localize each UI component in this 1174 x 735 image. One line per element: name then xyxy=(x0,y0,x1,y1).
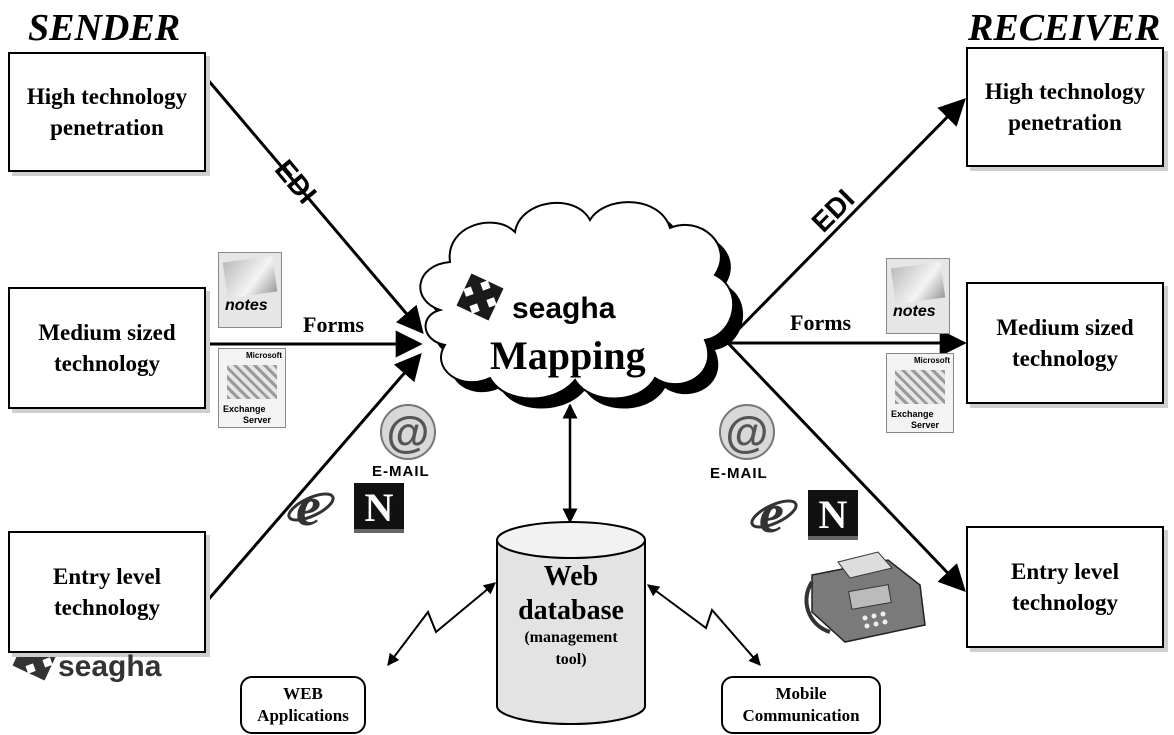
database-line-3: (management tool) xyxy=(524,629,618,668)
database-cylinder xyxy=(496,521,646,725)
svg-text:e: e xyxy=(759,483,784,545)
database-line-2: database xyxy=(518,594,624,626)
forms-label-receiver: Forms xyxy=(790,310,852,335)
seagha-logo-icon xyxy=(456,273,504,321)
database-label: Web database (management tool) xyxy=(497,560,645,670)
edi-arrow-receiver xyxy=(726,98,966,342)
netscape-icon: N xyxy=(808,490,858,540)
internet-explorer-icon: e xyxy=(750,483,798,545)
mobile-communication-box: Mobile Communication xyxy=(721,676,881,734)
entry-arrow-sender xyxy=(206,352,422,601)
at-sign-icon: @ xyxy=(380,404,436,460)
email-label-receiver: E-MAIL xyxy=(710,465,768,482)
receiver-entry-tech-box: Entry level technology xyxy=(966,526,1164,648)
svg-text:@: @ xyxy=(726,408,769,457)
receiver-high-tech-box: High technology penetration xyxy=(966,47,1164,167)
svg-text:e: e xyxy=(296,476,321,538)
footer-logo-label: seagha xyxy=(58,650,162,683)
entry-arrow-receiver xyxy=(726,341,966,592)
sender-high-tech-box: High technology penetration xyxy=(8,52,206,172)
exchange-server-box-icon: Microsoft Exchange Server xyxy=(218,348,286,428)
fax-icon xyxy=(804,551,926,643)
cloud-brand-label: seagha xyxy=(512,292,616,325)
exchange-server-box-icon: Microsoft Exchange Server xyxy=(886,353,954,433)
mapping-label: Mapping xyxy=(490,333,646,378)
sender-heading: SENDER xyxy=(28,7,181,49)
receiver-heading: RECEIVER xyxy=(968,7,1161,49)
database-line-1: Web xyxy=(543,561,599,592)
at-sign-icon: @ xyxy=(719,404,775,460)
forms-label-sender: Forms xyxy=(303,312,365,337)
edi-arrow-sender xyxy=(206,79,424,335)
svg-text:@: @ xyxy=(387,408,430,457)
lotus-notes-box-icon: notes xyxy=(886,258,950,334)
internet-explorer-icon: e xyxy=(287,476,335,538)
lightning-link-web xyxy=(387,582,496,666)
lightning-link-mobile xyxy=(647,584,761,666)
lotus-notes-box-icon: notes xyxy=(218,252,282,328)
sender-entry-tech-box: Entry level technology xyxy=(8,531,206,653)
netscape-icon: N xyxy=(354,483,404,533)
web-applications-box: WEB Applications xyxy=(240,676,366,734)
sender-medium-tech-box: Medium sized technology xyxy=(8,287,206,409)
mapping-cloud xyxy=(419,201,734,400)
receiver-medium-tech-box: Medium sized technology xyxy=(966,282,1164,404)
email-label-sender: E-MAIL xyxy=(372,463,430,480)
